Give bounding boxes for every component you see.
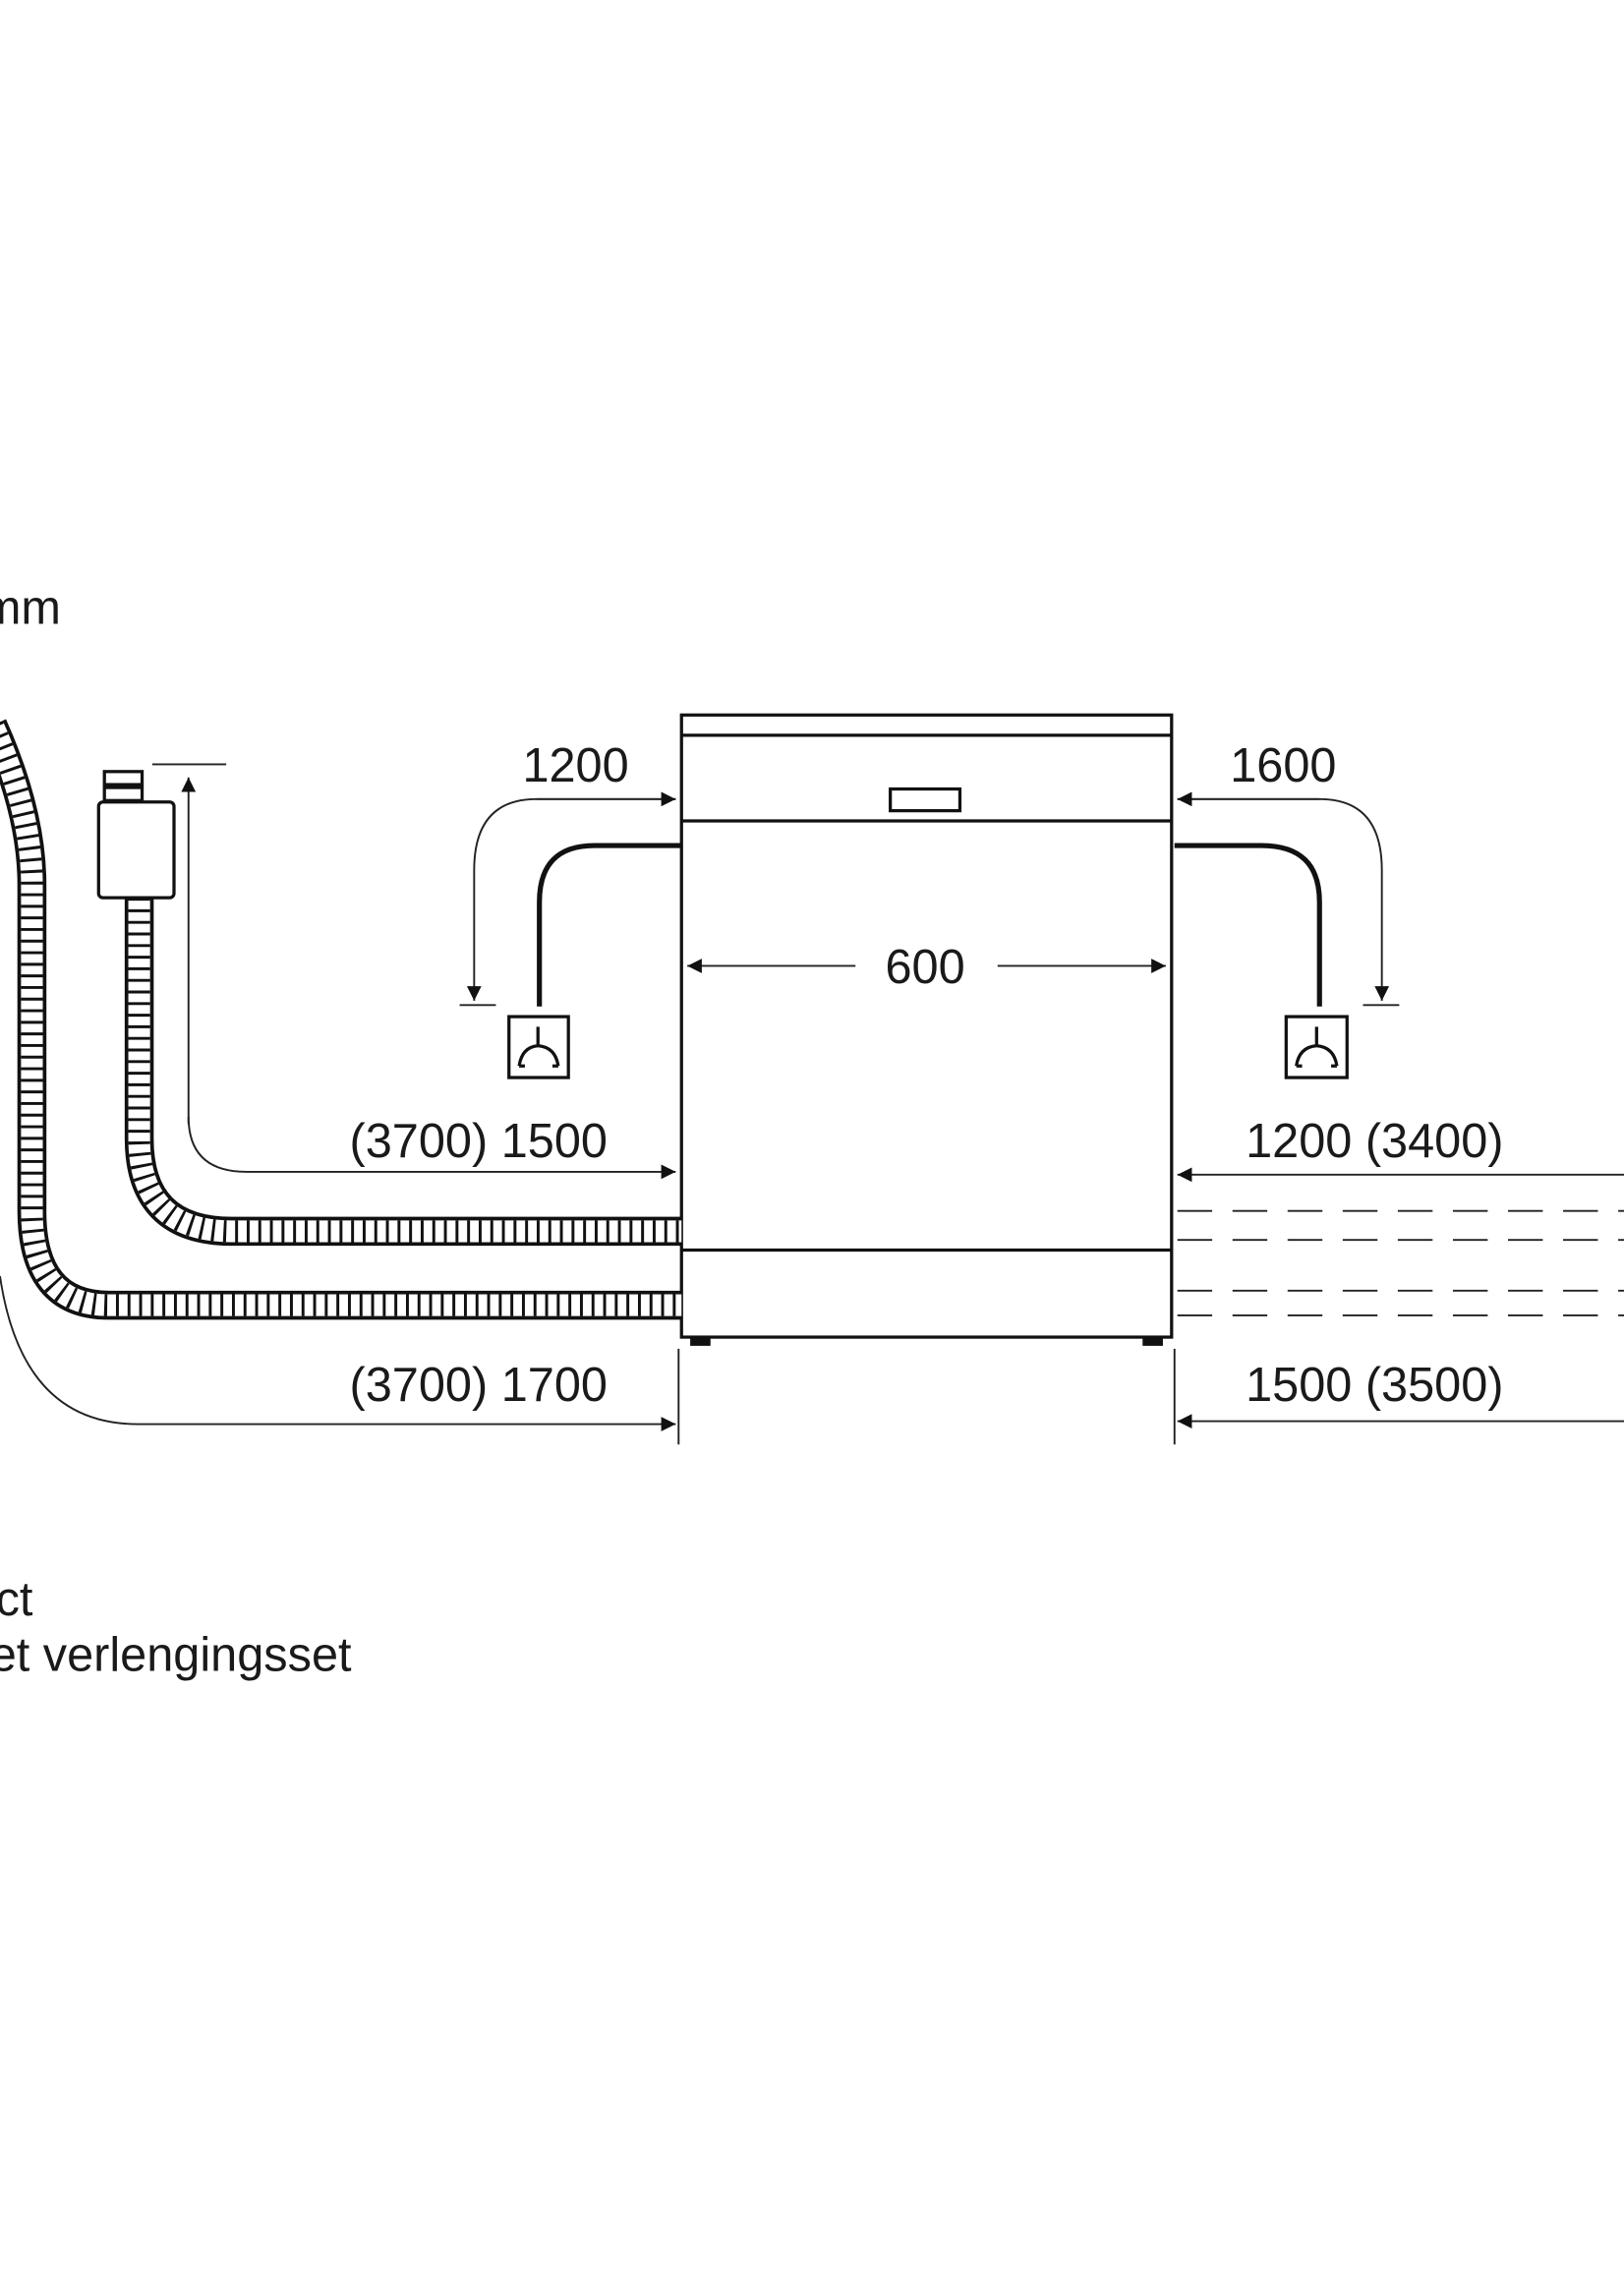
power-cord-extension: (3700) 1700: [0, 719, 682, 1445]
legend-line-1: ct: [0, 1573, 33, 1626]
drain-right: 1600: [1174, 739, 1400, 1079]
dishwasher-front: [679, 713, 1174, 1346]
drain-siphon-icon: [1284, 1015, 1349, 1079]
aquastop-valve: [96, 800, 176, 900]
svg-text:(3700) 1500: (3700) 1500: [350, 1115, 608, 1168]
foot-left: [690, 1337, 711, 1346]
drain-siphon-icon: [507, 1015, 570, 1079]
svg-text:1600: 1600: [1230, 739, 1336, 792]
svg-text:1200: 1200: [522, 739, 628, 792]
svg-text:(3700) 1700: (3700) 1700: [350, 1359, 608, 1412]
right-connections: 1200 (3400) 1500 (3500): [1173, 1115, 1624, 1445]
tap-connector: [102, 770, 145, 787]
width-dimension: 600: [687, 941, 1166, 994]
water-inlet-hose: (3700) 1500: [96, 763, 682, 1247]
unit-label: mm: [0, 581, 61, 634]
svg-text:600: 600: [885, 941, 964, 994]
svg-text:1200 (3400): 1200 (3400): [1246, 1115, 1503, 1168]
control-panel-display: [889, 787, 962, 813]
drain-left: 1200: [459, 739, 682, 1079]
foot-right: [1142, 1337, 1163, 1346]
legend-line-2: et verlengingsset: [0, 1628, 352, 1681]
svg-text:1500 (3500): 1500 (3500): [1246, 1359, 1503, 1412]
